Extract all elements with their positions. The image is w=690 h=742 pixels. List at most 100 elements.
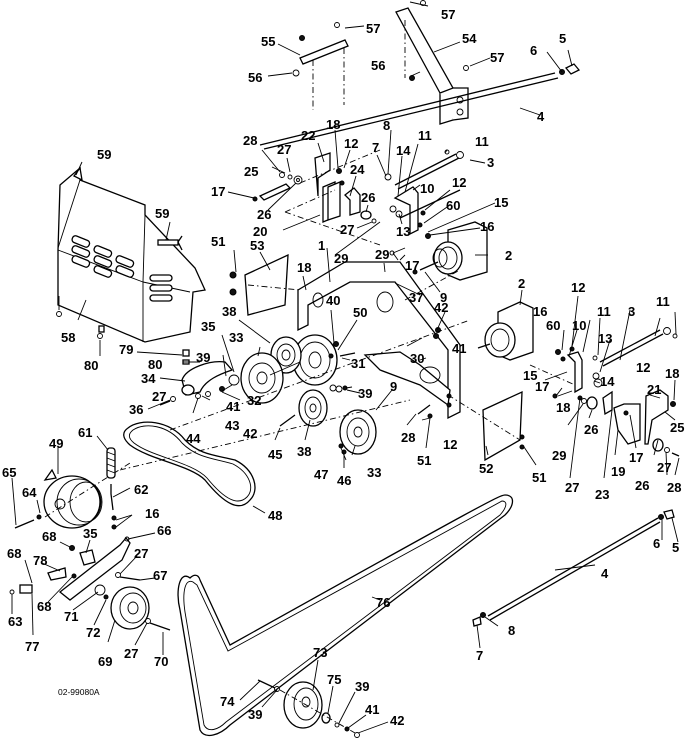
callout-2: 2 <box>505 248 512 263</box>
callout-59: 59 <box>155 206 169 221</box>
leader-lines <box>11 1 680 734</box>
callout-3: 3 <box>487 155 494 170</box>
right-linkage-lower <box>529 327 678 399</box>
callout-48: 48 <box>268 508 282 523</box>
callout-65: 65 <box>2 465 16 480</box>
vent-slots <box>71 235 173 302</box>
callout-17: 17 <box>405 258 419 273</box>
callout-16: 16 <box>480 219 494 234</box>
callout-8: 8 <box>508 623 515 638</box>
callout-35: 35 <box>201 319 215 334</box>
callout-38: 38 <box>222 304 236 319</box>
callout-28: 28 <box>243 133 257 148</box>
callout-4: 4 <box>601 566 609 581</box>
callout-12: 12 <box>636 360 650 375</box>
callout-38: 38 <box>297 444 311 459</box>
spring-61 <box>106 447 117 530</box>
callout-2: 2 <box>518 276 525 291</box>
callout-46: 46 <box>337 473 351 488</box>
callout-10: 10 <box>572 318 586 333</box>
gearbox-2-lower <box>433 301 534 361</box>
support-arm-54 <box>395 0 469 125</box>
callout-11: 11 <box>597 304 611 319</box>
callout-68: 68 <box>7 546 21 561</box>
callout-52: 52 <box>479 461 493 476</box>
callout-78: 78 <box>33 553 47 568</box>
idler-pulley-69 <box>110 586 171 631</box>
callout-21: 21 <box>647 382 661 397</box>
belt-shield-58 <box>56 166 206 365</box>
callout-27: 27 <box>277 142 291 157</box>
callout-1: 1 <box>318 238 325 253</box>
callout-77: 77 <box>25 639 39 654</box>
callout-5: 5 <box>559 31 566 46</box>
callout-68: 68 <box>42 529 56 544</box>
callout-6: 6 <box>653 536 660 551</box>
callout-11: 11 <box>475 134 489 149</box>
callout-66: 66 <box>157 523 171 538</box>
callout-74: 74 <box>220 694 235 709</box>
callout-68: 68 <box>37 599 51 614</box>
callout-51: 51 <box>417 453 431 468</box>
callout-18: 18 <box>297 260 311 275</box>
callout-39: 39 <box>358 386 372 401</box>
callout-55: 55 <box>261 34 275 49</box>
callout-71: 71 <box>64 609 78 624</box>
electric-clutch-49 <box>14 462 131 529</box>
callout-44: 44 <box>186 431 201 446</box>
callout-5: 5 <box>672 540 679 555</box>
callout-50: 50 <box>353 305 367 320</box>
callout-6: 6 <box>530 43 537 58</box>
right-linkage-upper <box>384 173 461 256</box>
callout-29: 29 <box>334 251 348 266</box>
pulley-38-lower <box>298 389 328 427</box>
control-rod-4-lower <box>472 509 675 627</box>
callout-57: 57 <box>366 21 380 36</box>
gearbox-2-upper <box>412 221 488 281</box>
callout-18: 18 <box>556 400 570 415</box>
callout-20: 20 <box>253 224 267 239</box>
callout-7: 7 <box>476 648 483 663</box>
callout-30: 30 <box>410 351 424 366</box>
callout-31: 31 <box>351 356 365 371</box>
hanger-bracket-55 <box>292 22 349 110</box>
callout-7: 7 <box>372 140 379 155</box>
callout-27: 27 <box>340 222 354 237</box>
callout-70: 70 <box>154 654 168 669</box>
callout-15: 15 <box>523 368 537 383</box>
callout-12: 12 <box>571 280 585 295</box>
belt-76 <box>177 494 514 737</box>
callout-76: 76 <box>376 595 390 610</box>
control-rod-4-upper <box>259 63 581 150</box>
callout-18: 18 <box>326 117 340 132</box>
callout-39: 39 <box>248 707 262 722</box>
callout-41: 41 <box>226 399 240 414</box>
callout-37: 37 <box>409 290 423 305</box>
callout-54: 54 <box>462 31 477 46</box>
callout-45: 45 <box>268 447 282 462</box>
callout-26: 26 <box>584 422 598 437</box>
callout-60: 60 <box>446 198 460 213</box>
pulley-33-upper <box>240 352 284 404</box>
callout-25: 25 <box>244 164 258 179</box>
callout-12: 12 <box>443 437 457 452</box>
pulley-73 <box>257 679 360 738</box>
callout-41: 41 <box>365 702 379 717</box>
callout-63: 63 <box>8 614 22 629</box>
callout-25: 25 <box>670 420 684 435</box>
callout-43: 43 <box>225 418 239 433</box>
callout-42: 42 <box>434 300 448 315</box>
callout-80: 80 <box>148 357 162 372</box>
belt-48 <box>123 421 256 507</box>
callout-56: 56 <box>371 58 385 73</box>
left-linkage <box>252 149 381 246</box>
callout-16: 16 <box>145 506 159 521</box>
callout-35: 35 <box>83 526 97 541</box>
callout-28: 28 <box>667 480 681 495</box>
callout-61: 61 <box>78 425 92 440</box>
callout-labels: 57 57 57 55 56 54 56 6 5 4 18 8 59 28 27… <box>2 7 684 728</box>
callout-60: 60 <box>546 318 560 333</box>
callout-14: 14 <box>600 374 615 389</box>
callout-36: 36 <box>129 402 143 417</box>
